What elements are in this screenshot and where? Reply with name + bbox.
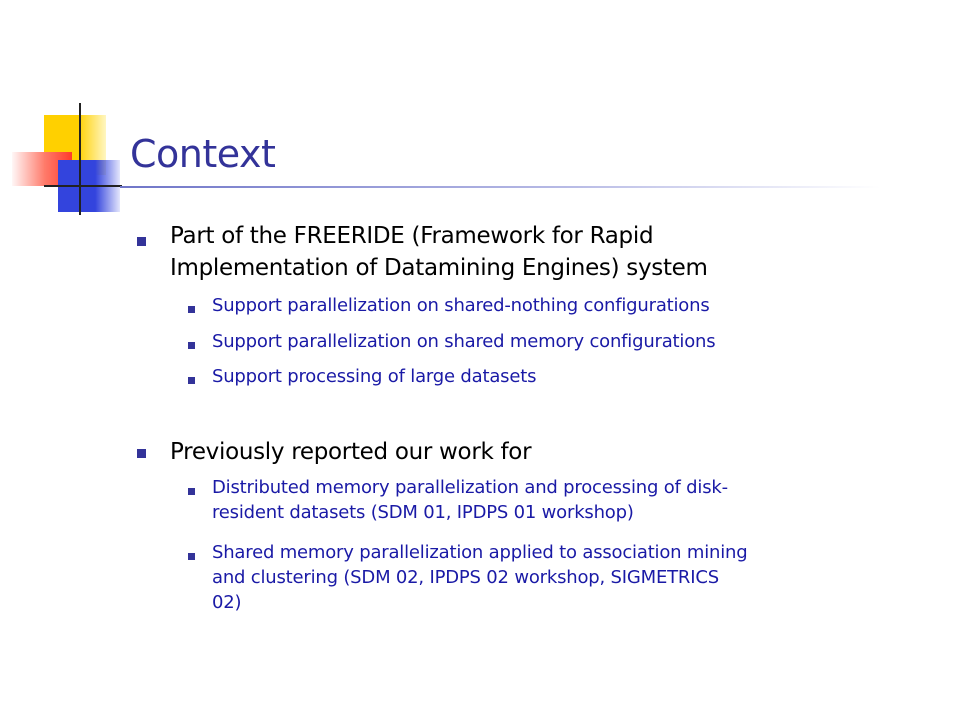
sub-bullet-text-line: Distributed memory parallelization and p…: [212, 477, 728, 498]
vertical-line-decoration: [79, 103, 81, 215]
sub-bullet-item: Support processing of large datasets: [212, 366, 537, 387]
horizontal-line-decoration: [44, 185, 122, 187]
bullet-item: Previously reported our work for: [170, 439, 532, 465]
bullet-marker: [137, 237, 146, 246]
sub-bullet-item: Distributed memory parallelization and p…: [212, 475, 728, 525]
sub-bullet-marker: [188, 377, 195, 384]
sub-bullet-marker: [188, 342, 195, 349]
sub-bullet-text-line: 02): [212, 592, 242, 613]
sub-bullet-marker: [188, 488, 195, 495]
sub-bullet-text-line: and clustering (SDM 02, IPDPS 02 worksho…: [212, 567, 719, 588]
sub-bullet-text-line: Shared memory parallelization applied to…: [212, 542, 748, 563]
bullet-item: Part of the FREERIDE (Framework for Rapi…: [170, 220, 708, 284]
sub-bullet-text-line: resident datasets (SDM 01, IPDPS 01 work…: [212, 502, 634, 523]
sub-bullet-item: Support parallelization on shared-nothin…: [212, 295, 710, 316]
title-underline: [120, 186, 880, 188]
sub-bullet-item: Shared memory parallelization applied to…: [212, 540, 748, 615]
sub-bullet-marker: [188, 553, 195, 560]
bullet-marker: [137, 449, 146, 458]
sub-bullet-item: Support parallelization on shared memory…: [212, 331, 716, 352]
sub-bullet-marker: [188, 306, 195, 313]
bullet-text-line: Part of the FREERIDE (Framework for Rapi…: [170, 223, 654, 249]
bullet-text-line: Implementation of Datamining Engines) sy…: [170, 255, 708, 281]
slide-title: Context: [130, 132, 276, 176]
